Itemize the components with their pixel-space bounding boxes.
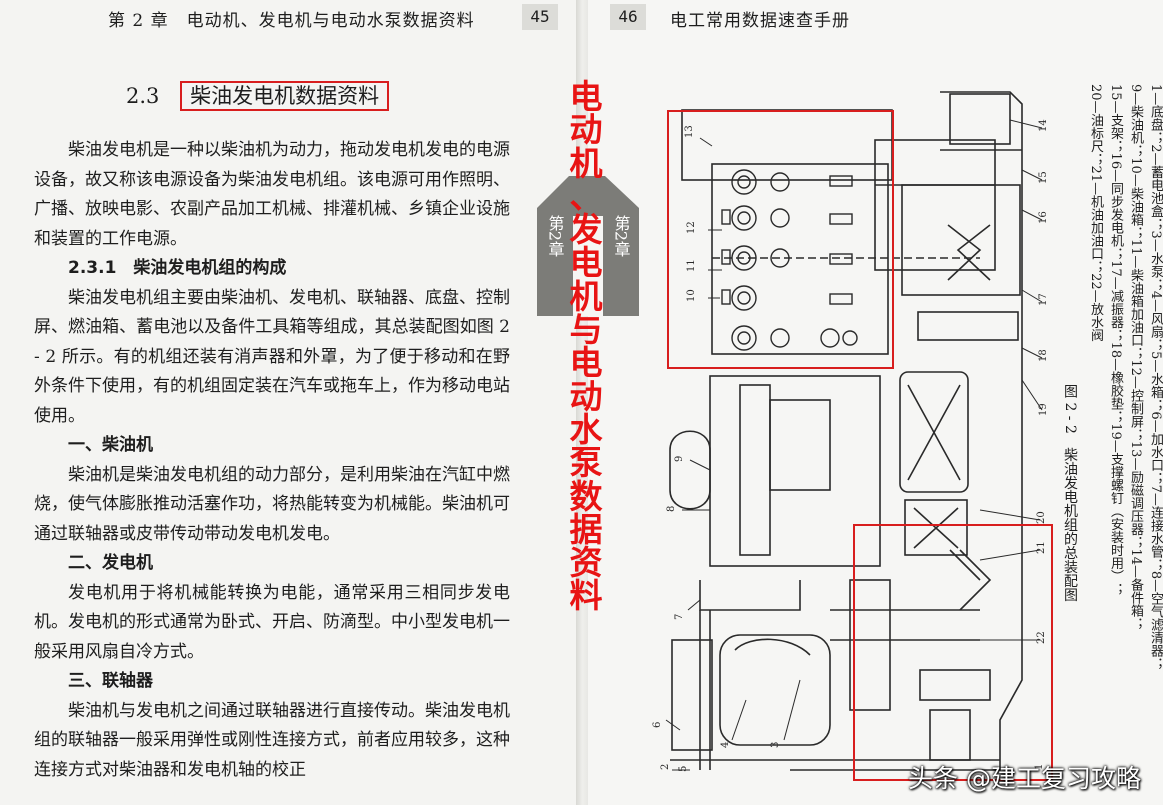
red-overlay-char: 料 — [569, 576, 603, 616]
caption-line-2: 9—柴油机；10—柴油箱；11—柴油箱加油口；12—控制屏；13—励磁调压器；1… — [1128, 84, 1143, 630]
left-page-number: 45 — [522, 4, 558, 30]
part-number-label: 8 — [666, 506, 677, 512]
watermark: 头条 @建工复习攻略 — [908, 764, 1141, 793]
subheading: 2.3.1 柴油发电机组的构成 — [68, 258, 287, 278]
red-overlay-char: 数 — [569, 476, 603, 516]
part-number-label: 5 — [678, 766, 689, 772]
red-overlay-char: 动 — [569, 110, 603, 150]
right-page-number: 46 — [610, 4, 646, 30]
part-number-label: 22 — [1036, 631, 1047, 644]
section-heading: 2.3 柴油发电机数据资料 — [126, 80, 390, 111]
body-text: 柴油发电机是一种以柴油机为动力，拖动发电机发电的电源设备，故又称该电源设备为柴油… — [34, 136, 510, 785]
part-number-label: 18 — [1038, 349, 1049, 362]
part-number-label: 6 — [652, 722, 663, 728]
caption-line-4: 20—油标尺；21—机油加油口；22—放水阀 — [1088, 84, 1103, 342]
red-overlay-char: 电 — [569, 343, 603, 383]
part-number-label: 16 — [1038, 211, 1049, 224]
part-number-label: 17 — [1038, 293, 1049, 306]
paragraph: 柴油机是柴油发电机组的动力部分，是利用柴油在汽缸中燃烧，使气体膨胀推动活塞作功，… — [34, 464, 510, 544]
part-number-label: 19 — [1038, 403, 1049, 416]
red-overlay-char: 与 — [569, 310, 603, 350]
caption-line-1: 1—底盘；2—蓄电池盒；3—水泵；4—风扇；5—水箱；6—加水口；7—连接水管；… — [1148, 84, 1163, 671]
part-number-label: 1 — [1034, 764, 1045, 770]
subheading: 二、发电机 — [68, 553, 153, 573]
part-number-label: 12 — [686, 221, 697, 234]
part-number-label: 3 — [770, 742, 781, 748]
red-overlay-char: 动 — [569, 376, 603, 416]
part-number-label: 4 — [720, 742, 731, 748]
section-number: 2.3 — [126, 84, 160, 108]
part-number-label: 9 — [674, 456, 685, 462]
part-number-label: 7 — [674, 614, 685, 620]
paragraph: 柴油发电机是一种以柴油机为动力，拖动发电机发电的电源设备，故又称该电源设备为柴油… — [34, 140, 510, 249]
part-number-label: 21 — [1036, 541, 1047, 554]
subheading: 三、联轴器 — [68, 671, 153, 691]
part-number-label: 15 — [1038, 171, 1049, 184]
paragraph: 柴油发电机组主要由柴油机、发电机、联轴器、底盘、控制屏、燃油箱、蓄电池以及备件工… — [34, 287, 510, 426]
red-overlay-char: 机 — [569, 276, 603, 316]
chapter-tab-right-label: 第2章 — [612, 215, 631, 257]
highlight-control-screen — [667, 110, 894, 369]
right-page: 46 电工常用数据速查手册 — [588, 0, 1163, 805]
part-number-label: 13 — [684, 125, 695, 138]
caption-line-3: 15—支架；16—同步发电机；17—减振器；18—橡胶垫；19—支撑螺钉（安装时… — [1108, 84, 1123, 596]
red-overlay-char: 据 — [569, 509, 603, 549]
right-running-head: 电工常用数据速查手册 — [670, 11, 850, 31]
section-title-highlighted: 柴油发电机数据资料 — [180, 81, 390, 111]
paragraph: 柴油机与发电机之间通过联轴器进行直接传动。柴油发电机组的联轴器一般采用弹性或刚性… — [34, 700, 510, 780]
red-overlay-char: 电 — [569, 77, 603, 116]
red-overlay-char: 泵 — [569, 443, 603, 483]
red-overlay-char: 发 — [569, 210, 603, 250]
part-number-label: 20 — [1036, 511, 1047, 524]
part-number-label: 14 — [1038, 119, 1049, 132]
left-running-head: 第 2 章 电动机、发电机与电动水泵数据资料 — [108, 11, 475, 31]
red-overlay-char: 水 — [569, 409, 603, 449]
paragraph: 发电机用于将机械能转换为电能，通常采用三相同步发电机。发电机的形式通常为卧式、开… — [34, 582, 510, 662]
chapter-tab-left-label: 第2章 — [546, 215, 565, 257]
red-overlay-char: 电 — [569, 243, 603, 283]
subheading: 一、柴油机 — [68, 435, 153, 455]
red-overlay-char: 、 — [569, 176, 603, 216]
part-number-label: 2 — [660, 764, 671, 770]
part-number-label: 10 — [686, 289, 697, 302]
red-overlay-char: 资 — [569, 543, 603, 583]
highlight-generator-base — [853, 524, 1053, 781]
chapter-tab: 第2章 第2章 — [537, 176, 639, 316]
red-overlay-char: 机 — [569, 143, 603, 183]
part-number-label: 11 — [686, 259, 697, 272]
red-overlay-vertical-text: 电动机、发电机与电动水泵数据资料 — [560, 80, 612, 613]
left-page: 第 2 章 电动机、发电机与电动水泵数据资料 45 2.3 柴油发电机数据资料 … — [0, 0, 580, 805]
figure-caption: 1—底盘；2—蓄电池盒；3—水泵；4—风扇；5—水箱；6—加水口；7—连接水管；… — [1050, 84, 1163, 774]
caption-figure-title: 图 2 - 2 柴油发电机组的总装配图 — [1062, 384, 1078, 602]
